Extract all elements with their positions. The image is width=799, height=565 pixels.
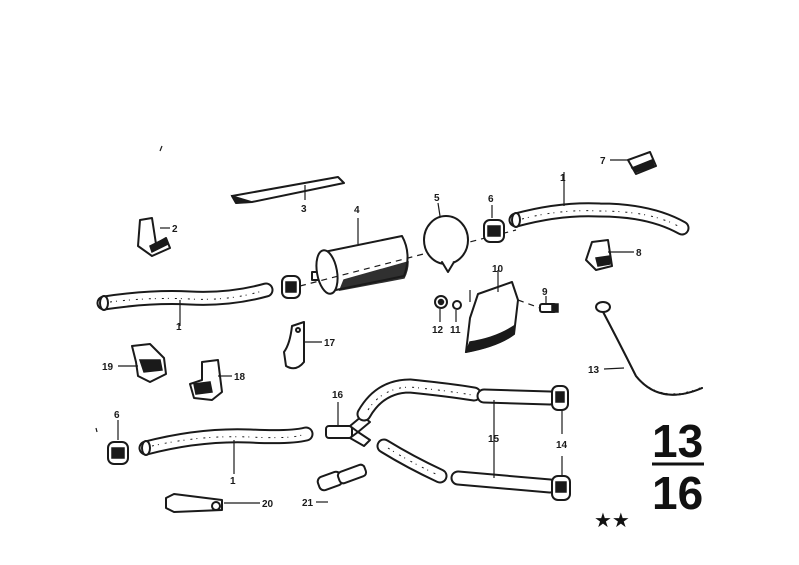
stray-mark: [159, 145, 163, 152]
part-7-clip: [610, 151, 657, 175]
callout-9: 9: [542, 287, 548, 298]
part-13-strap-band: [595, 301, 703, 396]
callout-18: 18: [234, 372, 246, 383]
callout-7: 7: [600, 156, 606, 167]
part-1-hose-upper: [508, 172, 690, 236]
callout-20: 20: [262, 499, 274, 510]
part-12-nut: [434, 295, 448, 322]
callout-6-lower: 6: [114, 410, 120, 421]
part-16-tee-connector: [325, 402, 371, 447]
callout-15: 15: [488, 434, 500, 445]
callout-8: 8: [636, 248, 642, 259]
callout-16: 16: [332, 390, 344, 401]
part-10-bracket: [464, 270, 519, 353]
part-9-bolt: [517, 296, 559, 313]
group-number-bottom: 16: [652, 467, 703, 519]
callout-19: 19: [102, 362, 114, 373]
assembly-line-upper: [299, 229, 517, 287]
part-14-hose-clamps: [551, 385, 571, 501]
callout-6-upper: 6: [488, 194, 494, 205]
part-3-strap: [230, 176, 345, 204]
part-1-hose-lower: [138, 426, 314, 474]
star-icons: ★★: [594, 508, 630, 532]
part-2-bracket: [137, 217, 171, 257]
part-15-hose-upper: [356, 378, 558, 422]
callout-21: 21: [302, 498, 314, 509]
part-6-hose-clamp-upper: [483, 205, 505, 243]
hose-clamp-filter-inlet: [281, 275, 301, 299]
callout-17: 17: [324, 338, 336, 349]
part-8-clip: [585, 239, 634, 271]
part-4-fuel-filter: [311, 218, 409, 295]
callout-3: 3: [301, 204, 307, 215]
callout-10: 10: [492, 264, 504, 275]
stray-mark-2: [95, 427, 98, 433]
callout-5: 5: [434, 193, 440, 204]
part-17-clip: [283, 321, 322, 370]
group-number-top: 13: [652, 415, 703, 467]
callout-1-lower: 1: [230, 476, 236, 487]
callout-4: 4: [354, 205, 360, 216]
part-19-clip: [118, 343, 167, 383]
part-18-clip: [189, 359, 232, 401]
callout-11: 11: [450, 325, 461, 336]
part-21-connector: [316, 463, 368, 503]
part-11-washer: [452, 300, 462, 322]
callout-13: 13: [588, 365, 600, 376]
callout-1-left: 1: [176, 322, 182, 333]
callout-12: 12: [432, 325, 444, 336]
callout-1-upper: 1: [560, 173, 566, 184]
part-1-hose-left: [96, 282, 274, 326]
callout-14: 14: [556, 440, 568, 451]
callout-2: 2: [172, 224, 178, 235]
part-5-clamp-ring: [423, 202, 469, 273]
part-20-hose: [165, 493, 260, 513]
part-15-hose-lower: [376, 400, 558, 494]
part-6-hose-clamp-lower: [107, 420, 129, 465]
